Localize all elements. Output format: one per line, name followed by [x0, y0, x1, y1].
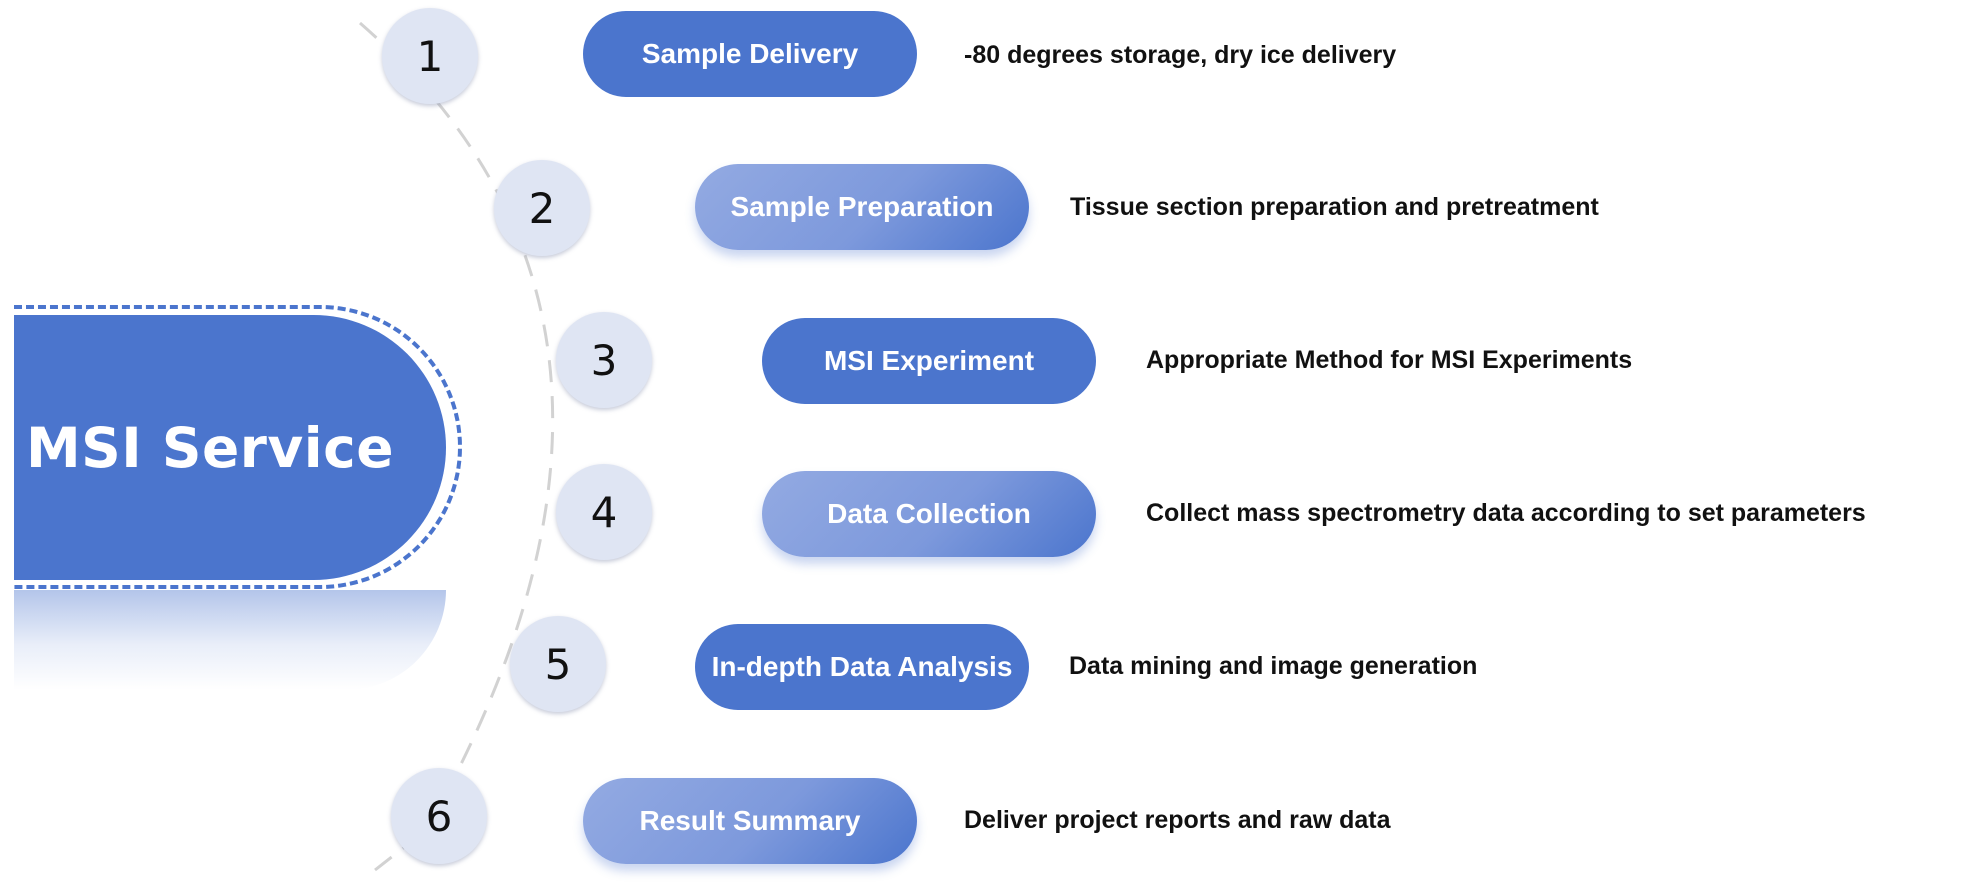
hub-reflection — [14, 590, 446, 690]
step-5-number-circle: 5 — [510, 616, 606, 712]
step-1-description: -80 degrees storage, dry ice delivery — [964, 41, 1397, 69]
step-5-number: 5 — [544, 639, 572, 689]
step-6-description: Deliver project reports and raw data — [964, 806, 1391, 834]
step-3-description: Appropriate Method for MSI Experiments — [1146, 346, 1633, 374]
step-5-pill: In-depth Data Analysis — [695, 624, 1029, 710]
step-4-title: Data Collection — [827, 498, 1031, 529]
step-6-pill: Result Summary — [583, 778, 917, 864]
step-3-number-circle: 3 — [556, 312, 652, 408]
step-6-title: Result Summary — [639, 805, 861, 836]
hub-title: MSI Service — [25, 415, 395, 480]
step-5-description: Data mining and image generation — [1069, 652, 1478, 680]
step-5-title: In-depth Data Analysis — [711, 651, 1013, 682]
msi-service-hub: MSI Service — [14, 315, 446, 580]
step-6-number-circle: 6 — [391, 768, 487, 864]
step-6-number: 6 — [425, 791, 453, 841]
step-2-pill: Sample Preparation — [695, 164, 1029, 250]
step-4-number-circle: 4 — [556, 464, 652, 560]
step-2-description: Tissue section preparation and pretreatm… — [1070, 193, 1599, 221]
step-1-title: Sample Delivery — [641, 38, 859, 69]
hub-dashed-outline — [14, 305, 462, 589]
step-3-pill: MSI Experiment — [762, 318, 1096, 404]
step-4-description: Collect mass spectrometry data according… — [1146, 499, 1866, 527]
step-1-pill: Sample Delivery — [583, 11, 917, 97]
step-4-number: 4 — [590, 487, 618, 537]
step-2-number-circle: 2 — [494, 160, 590, 256]
step-2-title: Sample Preparation — [730, 191, 994, 222]
step-1-number: 1 — [416, 31, 444, 81]
step-3-title: MSI Experiment — [823, 345, 1035, 376]
step-4-pill: Data Collection — [762, 471, 1096, 557]
step-2-number: 2 — [528, 183, 556, 233]
step-1-number-circle: 1 — [382, 8, 478, 104]
step-3-number: 3 — [590, 335, 618, 385]
